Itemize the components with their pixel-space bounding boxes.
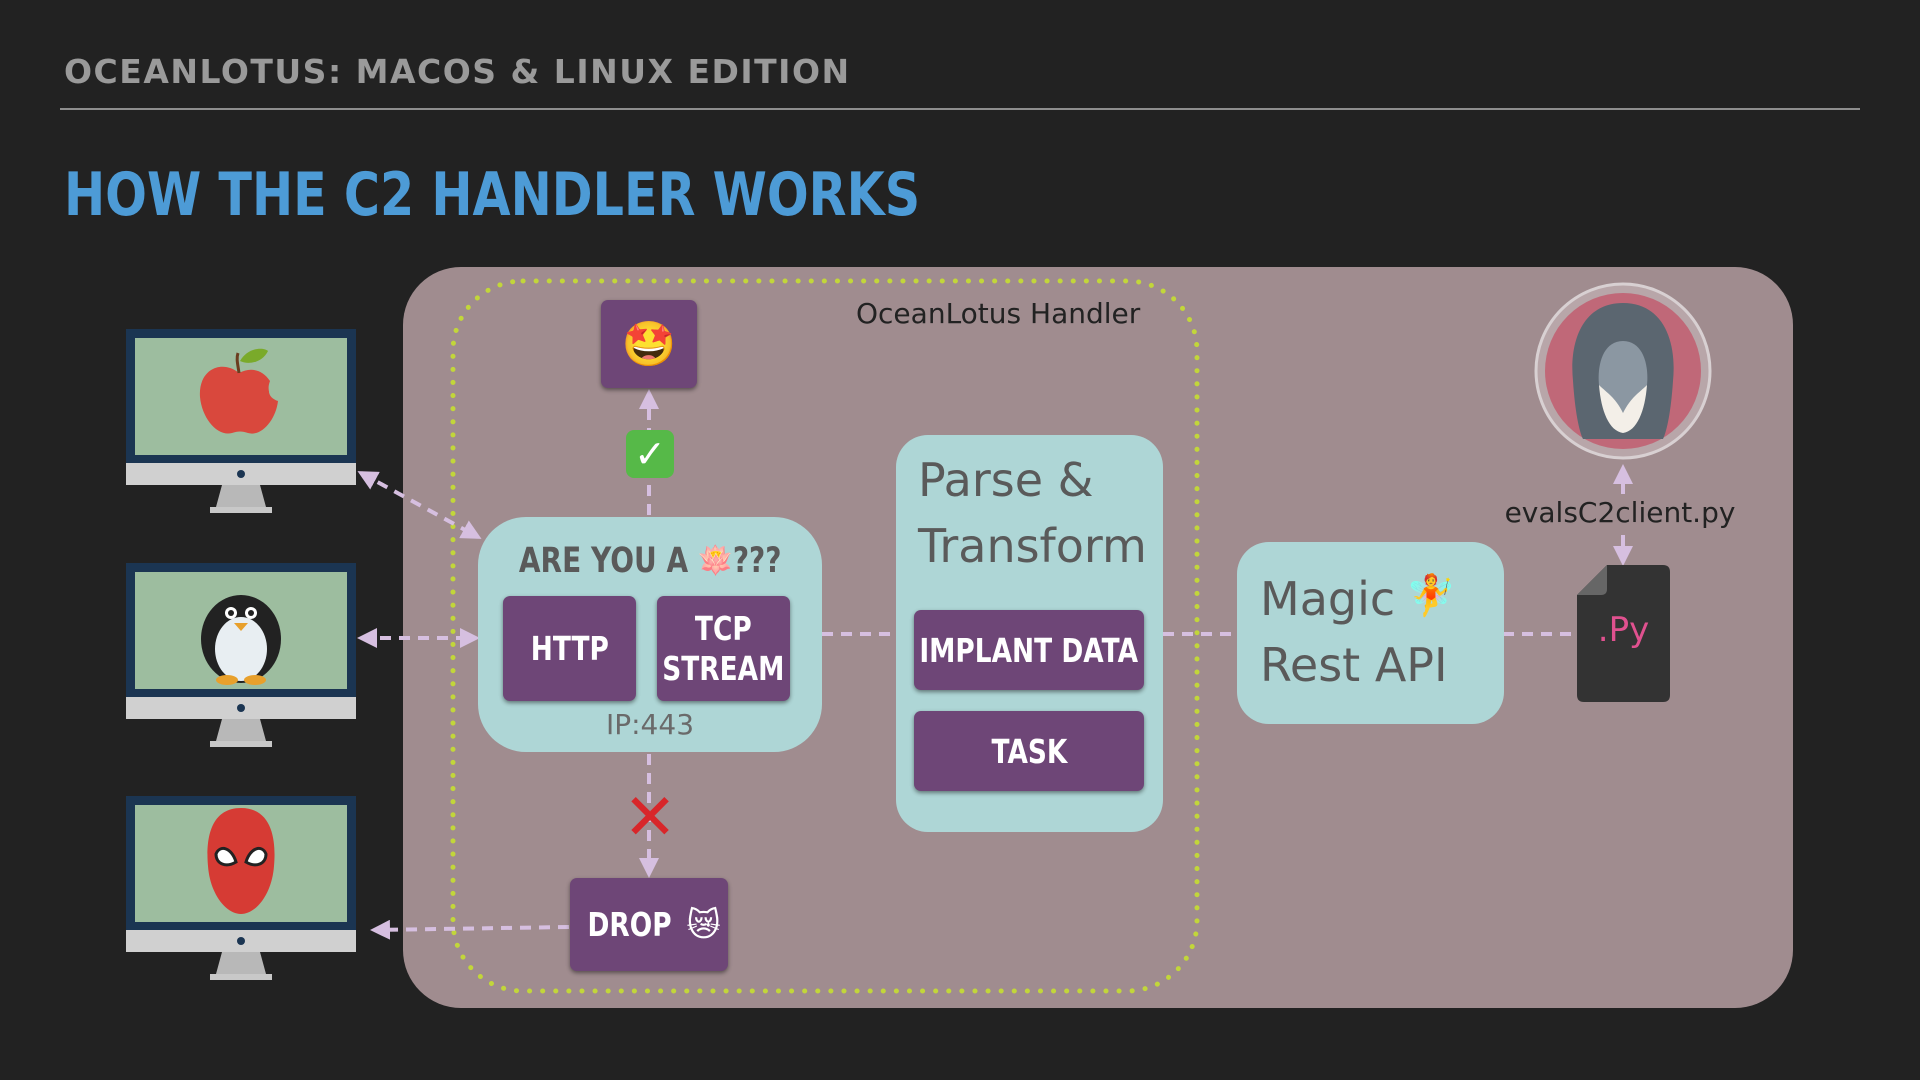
parse-transform-title: Parse & Transform <box>918 453 1147 573</box>
file-extension-label: .Py <box>1597 610 1650 650</box>
header-divider <box>60 108 1860 110</box>
check-mark-icon: ✓ <box>626 430 674 478</box>
protocol-http: HTTP <box>503 596 636 701</box>
hooded-avatar-icon <box>1533 281 1713 461</box>
apple-icon <box>199 348 287 434</box>
lotus-emoji-icon: 🪷 <box>697 541 733 581</box>
client-filename: evalsC2client.py <box>1504 496 1736 529</box>
linux-monitor <box>126 563 356 750</box>
penguin-icon <box>201 595 281 685</box>
handshake-question: ARE YOU A 🪷??? <box>478 540 822 588</box>
spiderman-icon <box>207 808 275 914</box>
arrow-drop-windows <box>370 919 570 940</box>
slide-title: HOW THE C2 HANDLER WORKS <box>64 160 921 230</box>
spiderman-monitor <box>126 796 356 983</box>
rest-api-title: Magic Rest API <box>1260 572 1448 692</box>
task-box: TASK <box>914 711 1144 791</box>
star-struck-emoji-icon: 🤩 <box>621 319 677 370</box>
question-prefix: ARE YOU A <box>518 541 688 581</box>
handler-label: OceanLotus Handler <box>856 297 1141 330</box>
rest-api-box <box>1237 542 1504 724</box>
python-file-icon <box>1577 565 1670 702</box>
implant-data-box: IMPLANT DATA <box>914 610 1144 690</box>
drop-box: DROP 😿 <box>570 878 728 971</box>
cross-mark-icon: ✕ <box>623 781 677 855</box>
protocol-tcp-stream: TCP STREAM <box>657 596 790 701</box>
crying-cat-emoji-icon: 😿 <box>686 905 721 944</box>
fairy-emoji-icon: 🧚 <box>1406 573 1456 619</box>
port-label: IP:443 <box>605 708 695 741</box>
accept-box: 🤩 <box>601 300 697 388</box>
deck-title: OCEANLOTUS: MACOS & LINUX EDITION <box>64 52 851 91</box>
handler-dotted-border <box>450 278 1200 994</box>
mac-monitor <box>126 329 356 516</box>
arrow-mac-handshake <box>357 471 482 539</box>
question-suffix: ??? <box>732 541 782 581</box>
